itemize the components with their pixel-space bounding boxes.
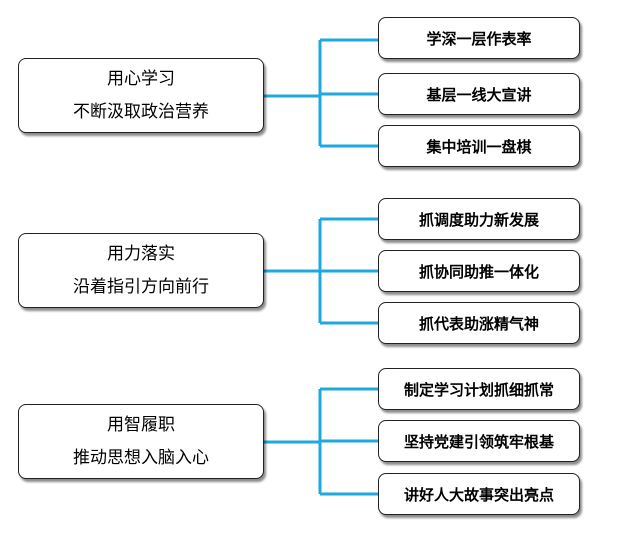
main-box-implement: 用力落实 沿着指引方向前行 [18, 233, 264, 308]
leaf-box: 集中培训一盘棋 [378, 125, 580, 167]
leaf-box: 抓代表助涨精气神 [378, 302, 580, 344]
leaf-box: 抓协同助推一体化 [378, 250, 580, 292]
leaf-box: 制定学习计划抓细抓常 [378, 368, 580, 410]
leaf-box: 坚持党建引领筑牢根基 [378, 420, 580, 462]
main-box-subtitle: 沿着指引方向前行 [73, 276, 209, 297]
main-box-duty: 用智履职 推动思想入脑入心 [18, 404, 264, 479]
leaf-box: 讲好人大故事突出亮点 [378, 473, 580, 515]
main-box-title: 用智履职 [107, 414, 175, 435]
leaf-box: 学深一层作表率 [378, 17, 580, 59]
main-box-study: 用心学习 不断汲取政治营养 [18, 58, 264, 133]
main-box-title: 用力落实 [107, 243, 175, 264]
main-box-subtitle: 推动思想入脑入心 [73, 447, 209, 468]
main-box-title: 用心学习 [107, 68, 175, 89]
main-box-subtitle: 不断汲取政治营养 [73, 101, 209, 122]
leaf-box: 基层一线大宣讲 [378, 73, 580, 115]
leaf-box: 抓调度助力新发展 [378, 198, 580, 240]
